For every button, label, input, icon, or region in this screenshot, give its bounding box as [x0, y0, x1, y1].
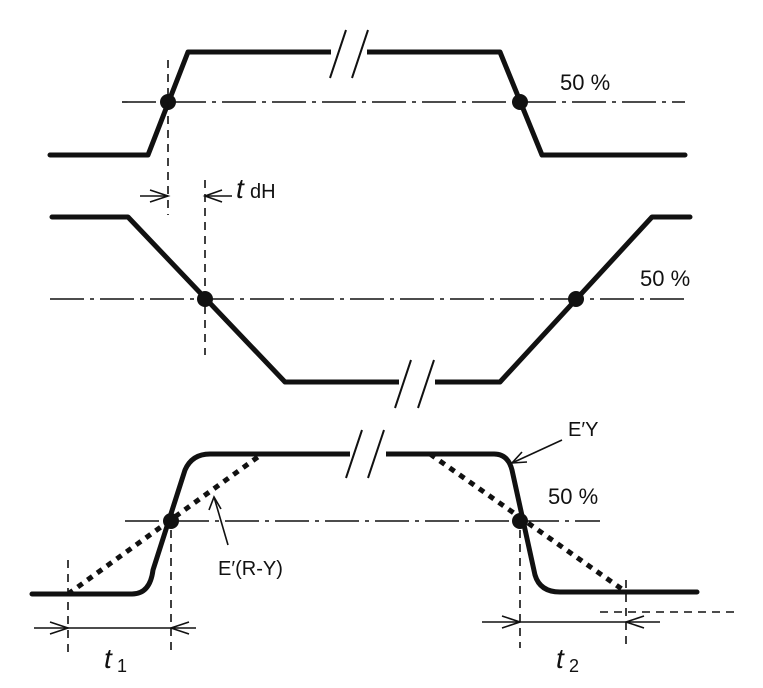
ery-pointer-line: [213, 496, 229, 546]
t1-dimension: t 1: [34, 530, 196, 676]
tdh-label-sub: dH: [250, 181, 276, 203]
ey-pointer-line: [511, 439, 563, 464]
top-50pct-label: 50 %: [560, 70, 610, 95]
bottom-50pct-label: 50 %: [548, 484, 598, 509]
top-break-mark-left: [329, 29, 347, 79]
bottom-fall-50pct-point: [512, 513, 528, 529]
bottom-break-mark-right: [367, 429, 385, 479]
middle-waveform: 50 %: [49, 214, 693, 409]
top-break-mark-right: [351, 29, 369, 79]
top-waveform: 50 %: [47, 29, 688, 158]
t2-label-sub: 2: [569, 656, 579, 676]
bottom-waveform: 50 % E′Y E′(R-Y): [29, 419, 700, 597]
middle-signal-trace: [49, 214, 693, 385]
top-signal-trace: [47, 49, 688, 158]
bottom-rise-50pct-point: [163, 513, 179, 529]
tdh-label-main: t: [236, 173, 245, 204]
t1-label-sub: 1: [117, 656, 127, 676]
t2-dimension: t 2: [482, 530, 736, 676]
ery-pointer-arrowhead: [208, 495, 222, 511]
bottom-break-mark-left: [345, 429, 363, 479]
tdh-dimension: t dH: [140, 173, 276, 204]
t1-label-main: t: [104, 643, 113, 674]
middle-rise-50pct-point: [568, 291, 584, 307]
middle-break-mark-right: [417, 359, 435, 409]
middle-break-mark-left: [394, 359, 412, 409]
t2-label-main: t: [556, 643, 565, 674]
ey-label: E′Y: [568, 419, 598, 441]
ey-pointer-arrowhead: [510, 451, 528, 464]
ery-fall-trace: [428, 451, 628, 595]
top-fall-50pct-point: [512, 94, 528, 110]
ery-rise-trace: [66, 451, 264, 597]
ery-label: E′(R-Y): [218, 558, 283, 580]
middle-fall-50pct-point: [197, 291, 213, 307]
bottom-break-gap: [350, 440, 386, 466]
middle-50pct-label: 50 %: [640, 266, 690, 291]
